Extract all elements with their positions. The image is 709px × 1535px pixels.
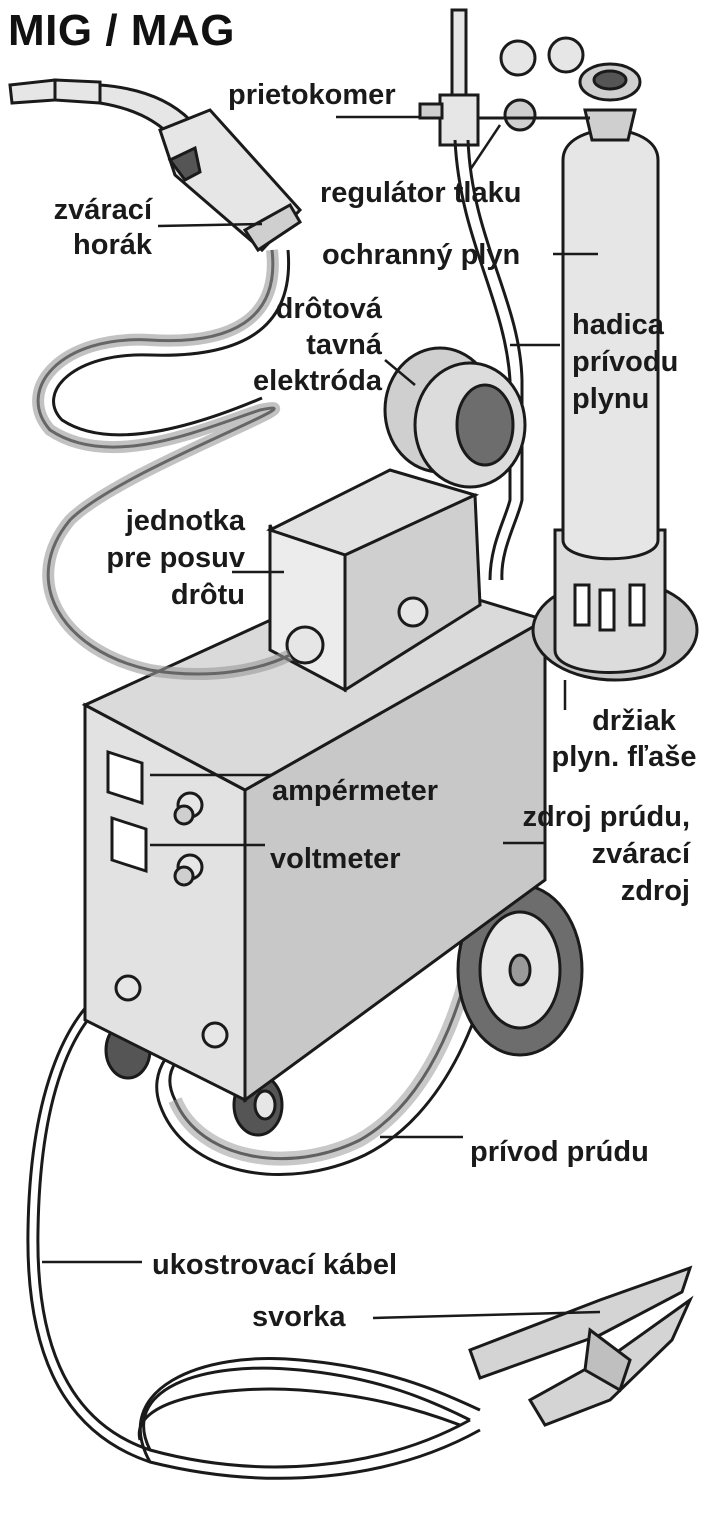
regulator-assembly — [418, 8, 590, 147]
welding-torch — [8, 78, 303, 253]
label-zvaraci-horak-1: zvárací — [53, 194, 152, 226]
cart-wheels — [104, 883, 584, 1137]
wire-spool — [383, 346, 527, 489]
label-privod-prudu: prívod prúdu — [470, 1136, 649, 1168]
label-voltmeter: voltmeter — [270, 843, 401, 875]
label-regulator: regulátor tlaku — [320, 177, 522, 209]
label-jednotka-2: pre posuv — [106, 542, 245, 574]
gas-hose — [453, 139, 524, 581]
gas-cylinder — [531, 62, 699, 682]
label-drotova-1: drôtová — [275, 293, 382, 325]
label-ochranny-plyn: ochranný plyn — [322, 239, 521, 271]
label-drotova-2: tavná — [306, 329, 382, 361]
label-hadica-3: plynu — [572, 383, 650, 415]
label-hadica-1: hadica — [572, 309, 664, 341]
wire-feeder — [266, 468, 482, 693]
label-prietokomer: prietokomer — [228, 79, 396, 111]
label-zdroj-1: zdroj prúdu, — [522, 801, 690, 833]
leader-lines — [42, 115, 601, 1320]
label-hadica-2: prívodu — [572, 346, 679, 378]
ground-clamp — [468, 1265, 694, 1427]
label-ampermeter: ampérmeter — [272, 775, 439, 807]
label-zdroj-3: zdroj — [620, 875, 690, 907]
label-drotova-3: elektróda — [253, 365, 382, 397]
label-svorka: svorka — [252, 1301, 346, 1333]
label-drziak-2: plyn. fľaše — [551, 741, 697, 773]
label-jednotka-3: drôtu — [170, 579, 245, 611]
ground-cable — [26, 983, 481, 1480]
diagram-title: MIG / MAG — [8, 6, 235, 55]
label-drziak-1: držiak — [592, 705, 676, 737]
label-zvaraci-horak-2: horák — [73, 229, 152, 261]
label-ukostrovaci-kabel: ukostrovací kábel — [152, 1249, 397, 1281]
label-zdroj-2: zvárací — [591, 838, 690, 870]
label-jednotka-1: jednotka — [125, 505, 245, 537]
